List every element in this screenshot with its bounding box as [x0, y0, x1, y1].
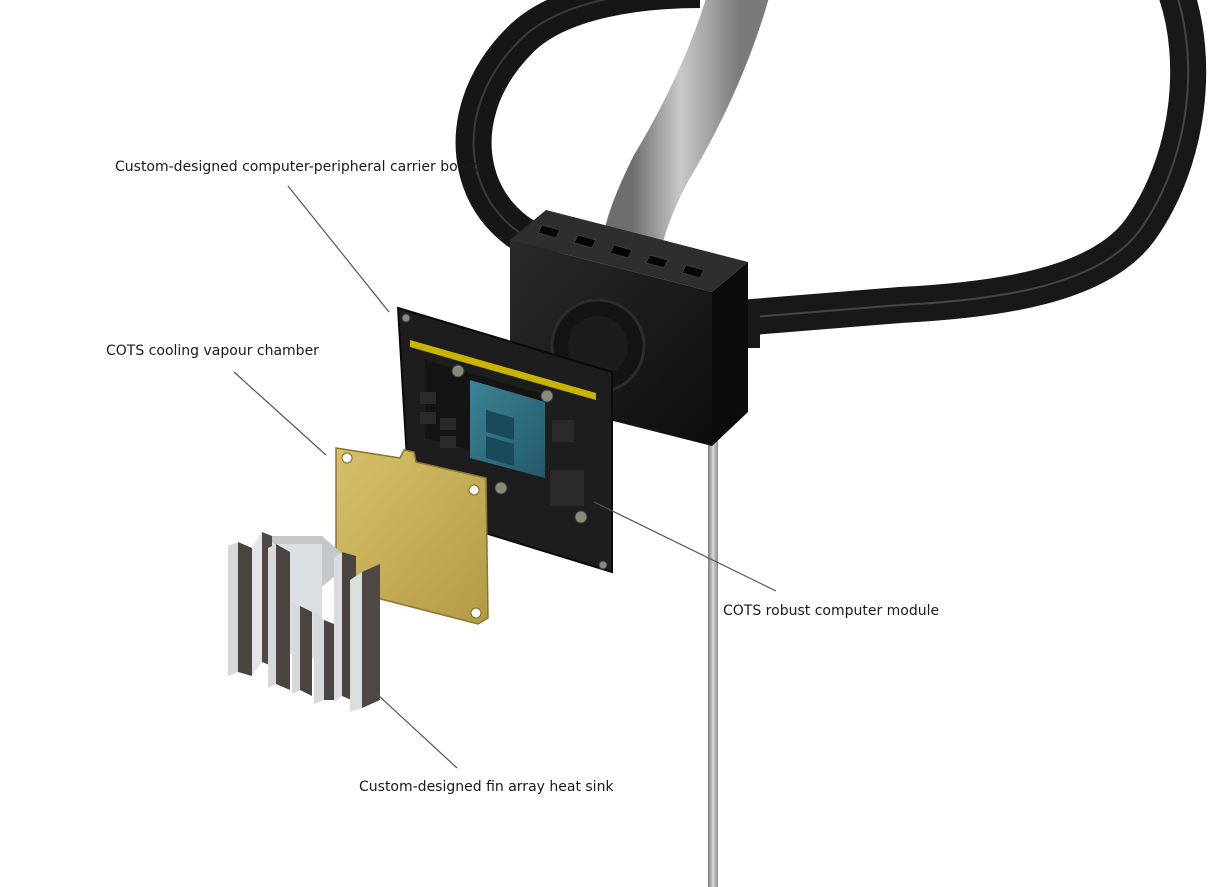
label-computer-module: COTS robust computer module [723, 603, 939, 619]
leader-heat-sink [377, 694, 458, 769]
heat-sink [228, 532, 380, 712]
leader-carrier-board [287, 185, 390, 313]
leader-vapour-chamber [233, 371, 327, 456]
black-flat-cable [455, 0, 1207, 348]
label-carrier-board: Custom-designed computer-peripheral carr… [115, 159, 481, 175]
leader-computer-module [593, 501, 777, 592]
connector-slots [537, 224, 705, 279]
thin-wire [708, 440, 718, 887]
heat-sink-fins [228, 532, 380, 712]
label-vapour-chamber: COTS cooling vapour chamber [106, 343, 319, 359]
grey-round-cable [602, 0, 769, 251]
label-heat-sink: Custom-designed fin array heat sink [359, 779, 614, 795]
